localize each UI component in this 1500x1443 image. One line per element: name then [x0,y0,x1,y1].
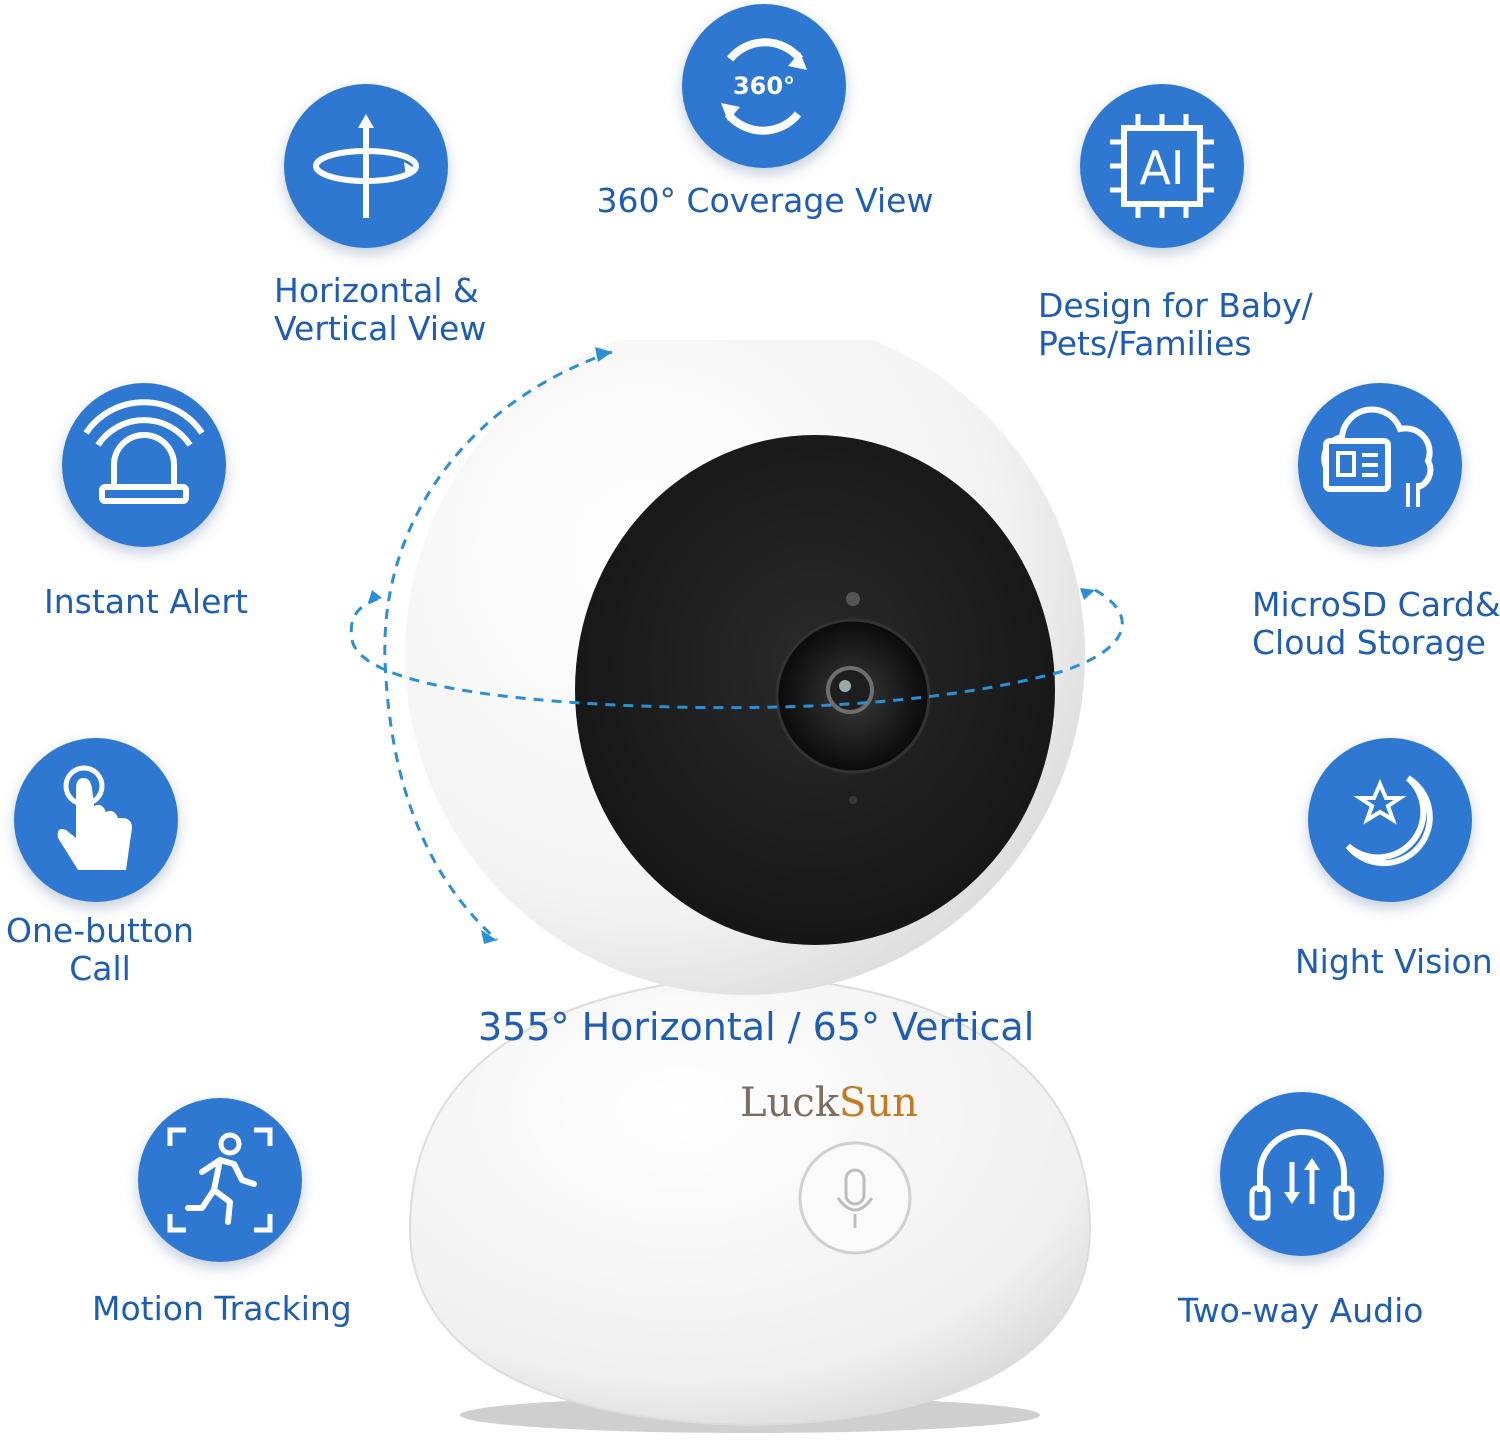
moon-star-icon [1345,775,1433,867]
feature-storage-label: MicroSD Card& Cloud Storage [1252,585,1500,662]
feature-ai: AI [1080,84,1244,248]
camera-lens [826,666,874,714]
feature-horizontal-label: Horizontal & Vertical View [274,271,487,348]
360-rotate-icon: 360° [721,38,807,135]
headphones-icon [1249,1129,1355,1221]
rotation-range-label: 355° Horizontal / 65° Vertical [478,1005,1035,1049]
feature-call-label: One-button Call [6,911,194,988]
camera-base [408,973,1092,1427]
feature-horizontal [284,84,448,248]
feature-audio [1220,1092,1384,1256]
brand-logo-part-2: Sun [838,1080,918,1126]
ai-chip-icon: AI [1110,114,1214,218]
horizontal-arrow [349,588,1124,710]
brand-logo: LuckSun [740,1080,918,1126]
feature-audio-label: Two-way Audio [1178,1291,1424,1330]
feature-motion [138,1098,302,1262]
running-person-icon [167,1127,273,1233]
feature-alert-label: Instant Alert [44,582,248,621]
feature-call [14,738,178,902]
touch-hand-icon [57,765,132,870]
sd-card-cloud-icon [1321,406,1434,507]
feature-alert [62,383,226,547]
brand-logo-part-1: Luck [740,1080,839,1126]
alarm-light-icon [83,399,205,504]
svg-text:360°: 360° [733,72,795,100]
rotation-axes-icon [313,114,419,218]
feature-coverage-label: 360° Coverage View [596,181,934,220]
feature-coverage: 360° [682,4,846,168]
feature-motion-label: Motion Tracking [92,1289,352,1328]
vertical-arrow [383,350,613,942]
camera-illustration [349,340,1124,1433]
feature-ai-label: Design for Baby/ Pets/Families [1038,286,1313,363]
mic-button [798,1141,912,1255]
feature-night-label: Night Vision [1295,942,1493,981]
svg-text:AI: AI [1139,141,1184,195]
feature-night [1308,738,1472,902]
feature-storage [1298,383,1462,547]
